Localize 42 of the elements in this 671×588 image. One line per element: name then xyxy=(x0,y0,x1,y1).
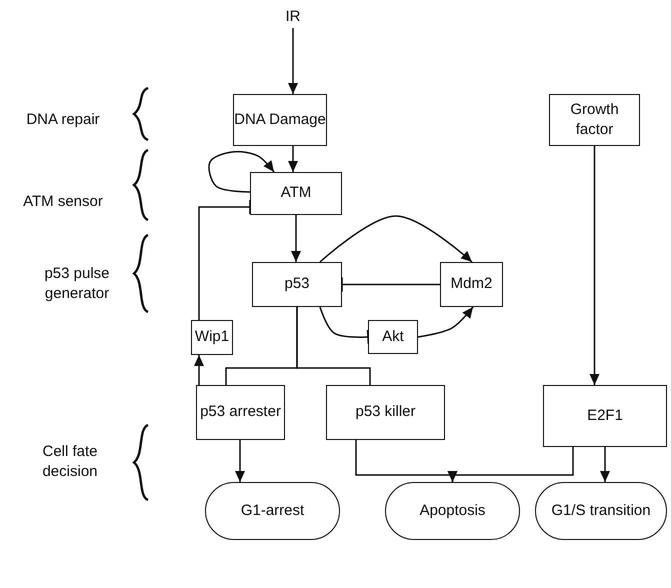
process-box xyxy=(368,320,418,354)
process-box xyxy=(191,320,233,355)
arrow xyxy=(291,215,301,262)
node-label: G1/S transition xyxy=(551,500,651,521)
arrow xyxy=(448,447,574,482)
arrow xyxy=(600,447,610,482)
node-label: Akt xyxy=(382,326,404,347)
process-box xyxy=(543,385,667,447)
node-label: p53 xyxy=(284,274,310,294)
stage-label: ATM sensor xyxy=(22,192,104,212)
process-box xyxy=(252,262,342,307)
arrow xyxy=(194,355,204,385)
stage-label: DNA repair xyxy=(25,110,101,130)
node-label: DNA Damage xyxy=(234,110,326,130)
node-label: Mdm2 xyxy=(450,274,492,294)
arrow xyxy=(320,215,472,263)
arrow xyxy=(418,306,474,338)
arrow xyxy=(208,150,275,193)
process-box xyxy=(233,94,327,146)
process-box xyxy=(326,385,445,440)
arrow xyxy=(288,28,298,94)
node-label: G1-arrest xyxy=(240,500,304,521)
node-label: Apoptosis xyxy=(420,500,486,521)
process-box xyxy=(250,172,342,215)
process-box xyxy=(549,94,640,146)
node-label: Growth factor xyxy=(569,100,620,140)
stage-label: p53 pulse generator xyxy=(43,264,111,304)
node-label: p53 arrester xyxy=(200,402,281,422)
node-label: Wip1 xyxy=(194,327,230,348)
arrow xyxy=(235,440,245,482)
node-label: IR xyxy=(286,6,300,27)
arrow xyxy=(288,146,298,172)
process-box xyxy=(440,262,503,307)
inhibition-line xyxy=(198,199,251,320)
node-label: ATM xyxy=(280,183,312,204)
inhibition-line xyxy=(319,306,370,345)
connector-line xyxy=(296,307,371,385)
node-label: E2F1 xyxy=(587,406,623,426)
arrow xyxy=(590,146,600,385)
node-label: p53 killer xyxy=(355,402,416,422)
process-box xyxy=(196,385,285,440)
stage-label: Cell fate decision xyxy=(41,442,99,482)
